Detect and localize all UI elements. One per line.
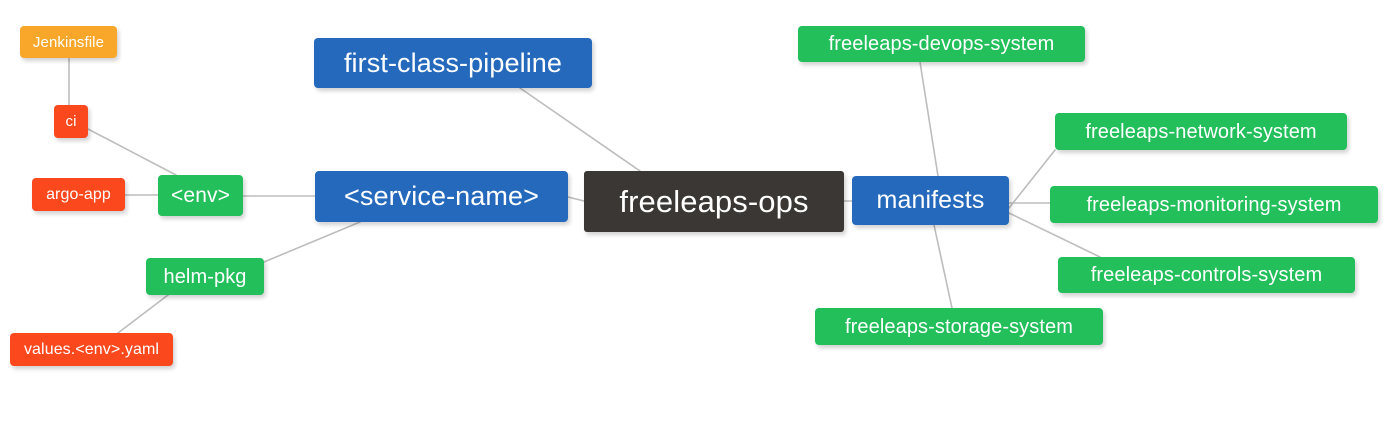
node-label-service-name: <service-name> [344, 181, 539, 211]
node-label-ci: ci [65, 113, 77, 130]
node-label-freeleaps-controls-system: freeleaps-controls-system [1090, 264, 1323, 286]
edge-freeleaps-ops-to-first-class-pipeline [519, 87, 641, 172]
node-label-jenkinsfile: Jenkinsfile [32, 33, 105, 51]
node-helm-pkg[interactable]: helm-pkg [146, 258, 264, 295]
edge-freeleaps-ops-to-service-name [567, 196, 585, 202]
node-jenkinsfile[interactable]: Jenkinsfile [20, 26, 117, 58]
node-env[interactable]: <env> [158, 175, 243, 216]
node-label-argo-app: argo-app [46, 185, 111, 203]
node-label-freeleaps-devops-system: freeleaps-devops-system [828, 33, 1055, 55]
node-argo-app[interactable]: argo-app [32, 178, 125, 211]
node-manifests[interactable]: manifests [852, 176, 1009, 225]
node-freeleaps-monitoring-system[interactable]: freeleaps-monitoring-system [1050, 186, 1378, 223]
node-label-freeleaps-ops: freeleaps-ops [619, 184, 809, 219]
edge-manifests-to-freeleaps-devops-system [919, 61, 939, 177]
edge-helm-pkg-to-values-env-yaml [117, 294, 169, 334]
node-label-first-class-pipeline: first-class-pipeline [343, 47, 563, 78]
node-label-manifests: manifests [876, 186, 985, 214]
edge-manifests-to-freeleaps-storage-system [933, 224, 953, 309]
node-label-freeleaps-monitoring-system: freeleaps-monitoring-system [1086, 193, 1342, 216]
edge-env-to-ci [87, 128, 177, 176]
node-values-env-yaml[interactable]: values.<env>.yaml [10, 333, 173, 366]
node-freeleaps-controls-system[interactable]: freeleaps-controls-system [1058, 257, 1355, 293]
node-first-class-pipeline[interactable]: first-class-pipeline [314, 38, 592, 88]
node-label-env: <env> [171, 184, 230, 207]
node-freeleaps-network-system[interactable]: freeleaps-network-system [1055, 113, 1347, 150]
node-label-values-env-yaml: values.<env>.yaml [23, 340, 160, 358]
node-label-freeleaps-storage-system: freeleaps-storage-system [844, 315, 1074, 338]
node-label-freeleaps-network-system: freeleaps-network-system [1085, 120, 1317, 143]
node-freeleaps-ops[interactable]: freeleaps-ops [584, 171, 844, 232]
node-service-name[interactable]: <service-name> [315, 171, 568, 222]
edge-service-name-to-helm-pkg [263, 221, 361, 263]
edge-manifests-to-freeleaps-network-system [1008, 149, 1056, 209]
node-freeleaps-storage-system[interactable]: freeleaps-storage-system [815, 308, 1103, 345]
node-freeleaps-devops-system[interactable]: freeleaps-devops-system [798, 26, 1085, 62]
node-label-helm-pkg: helm-pkg [163, 265, 247, 288]
node-ci[interactable]: ci [54, 105, 88, 138]
